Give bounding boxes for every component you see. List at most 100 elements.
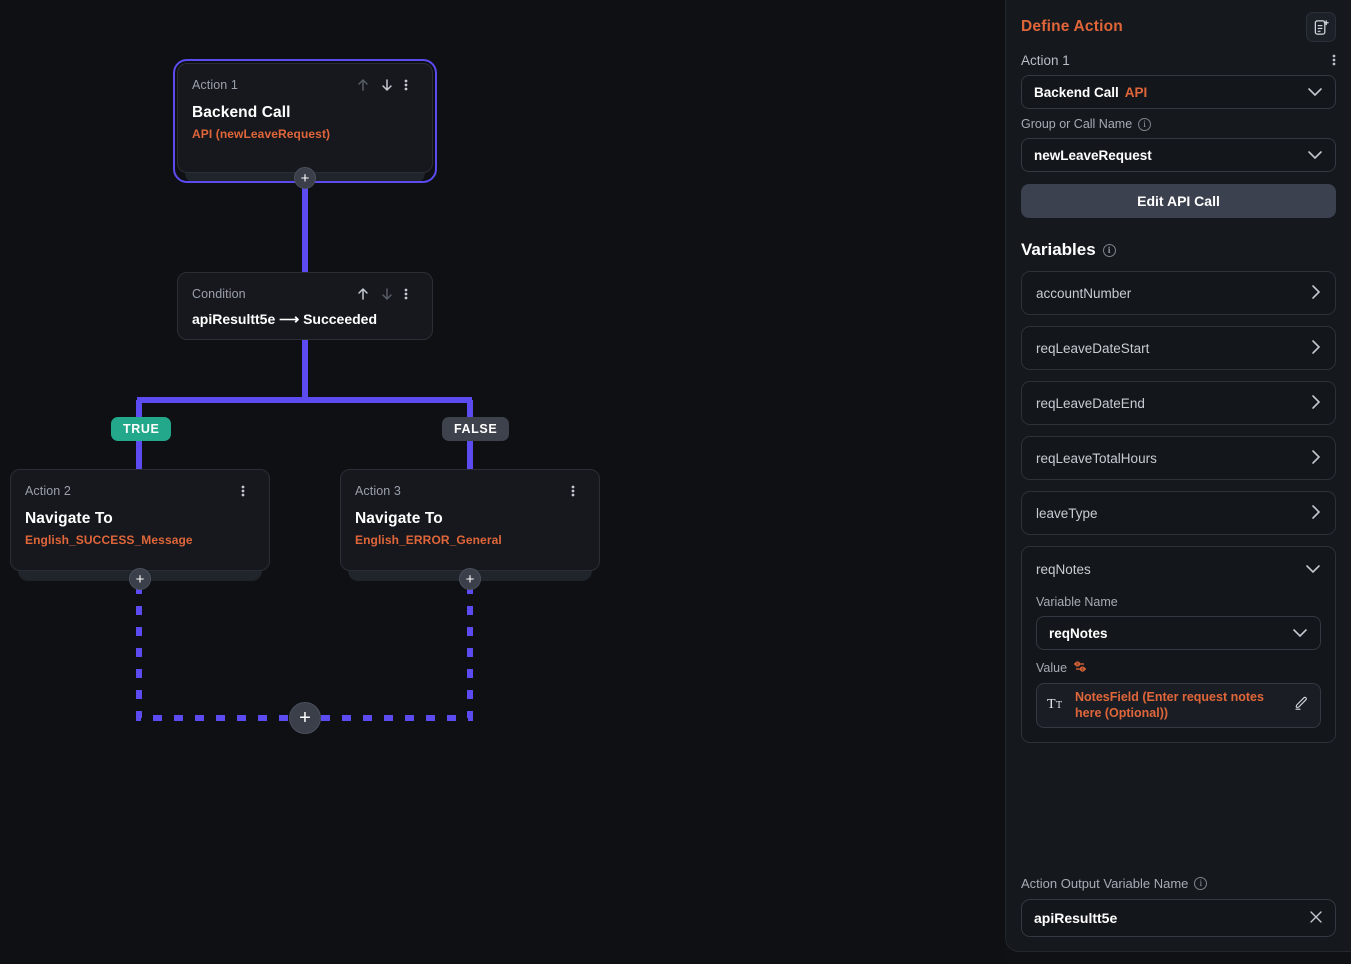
info-icon[interactable]: i — [1194, 877, 1207, 890]
node-header: Action 3 — [355, 482, 585, 500]
value-label-text: Value — [1036, 661, 1067, 675]
value-label-row: Value — [1036, 660, 1321, 676]
group-name-select[interactable]: newLeaveRequest — [1021, 138, 1336, 172]
node-kind-label: Condition — [192, 287, 246, 301]
variable-item-reqLeaveDateStart[interactable]: reqLeaveDateStart — [1021, 326, 1336, 370]
node-menu-icon[interactable] — [571, 483, 585, 499]
chevron-down-icon — [1305, 562, 1321, 577]
action-output-value: apiResultt5e — [1034, 910, 1117, 926]
svg-text:T: T — [1056, 700, 1062, 711]
node-subtitle: English_ERROR_General — [355, 533, 585, 547]
text-format-icon: T T — [1047, 695, 1065, 716]
pencil-icon[interactable] — [1294, 695, 1310, 716]
add-step-button-merge[interactable]: + — [289, 702, 321, 734]
node-menu-icon[interactable] — [404, 77, 418, 93]
info-icon[interactable]: i — [1103, 244, 1116, 257]
node-menu-icon[interactable] — [241, 483, 255, 499]
svg-text:T: T — [1047, 697, 1056, 711]
node-title: Backend Call — [192, 104, 418, 122]
action-type-value: Backend Call — [1034, 85, 1119, 100]
variable-item-reqNotes[interactable]: reqNotes Variable Name reqNotes — [1021, 546, 1336, 743]
add-document-icon[interactable] — [1306, 12, 1336, 42]
chevron-right-icon — [1311, 284, 1321, 303]
node-title: Navigate To — [25, 510, 255, 528]
variable-name-label-text: Variable Name — [1036, 595, 1118, 609]
node-toolbar[interactable] — [241, 483, 255, 499]
chevron-right-icon — [1311, 394, 1321, 413]
flow-node-action-1[interactable]: Action 1 — [177, 63, 433, 173]
group-name-label-row: Group or Call Name i — [1021, 117, 1336, 131]
close-icon[interactable] — [1309, 910, 1323, 927]
action-label-row: Action 1 — [1021, 52, 1336, 68]
node-menu-icon[interactable] — [404, 286, 418, 302]
node-header: Condition — [192, 285, 418, 303]
panel-header: Define Action — [1021, 0, 1336, 44]
group-name-value: newLeaveRequest — [1034, 148, 1152, 163]
group-name-label: Group or Call Name — [1021, 117, 1132, 131]
add-step-button-after-action-2[interactable]: + — [129, 568, 151, 590]
node-title: Navigate To — [355, 510, 585, 528]
variable-name: reqLeaveDateEnd — [1036, 396, 1145, 411]
variable-item-leaveType[interactable]: leaveType — [1021, 491, 1336, 535]
chevron-right-icon — [1311, 339, 1321, 358]
flow-node-action-3[interactable]: Action 3 Navigate To English_ERROR_Gener… — [340, 469, 600, 571]
move-down-icon[interactable] — [380, 286, 394, 302]
chevron-down-icon — [1307, 148, 1323, 163]
sliders-icon[interactable] — [1073, 660, 1087, 676]
action-type-select[interactable]: Backend Call API — [1021, 75, 1336, 109]
flow-node-action-2[interactable]: Action 2 Navigate To English_SUCCESS_Mes… — [10, 469, 270, 571]
variables-section-title: Variables i — [1021, 240, 1336, 260]
variable-name-value: reqNotes — [1049, 626, 1108, 641]
node-kind-label: Action 3 — [355, 484, 401, 498]
variable-name: reqNotes — [1036, 562, 1091, 577]
info-icon[interactable]: i — [1138, 118, 1151, 131]
variable-name-select[interactable]: reqNotes — [1036, 616, 1321, 650]
node-subtitle: English_SUCCESS_Message — [25, 533, 255, 547]
variable-item-reqLeaveDateEnd[interactable]: reqLeaveDateEnd — [1021, 381, 1336, 425]
variable-item-reqLeaveTotalHours[interactable]: reqLeaveTotalHours — [1021, 436, 1336, 480]
flow-node-condition[interactable]: Condition — [177, 272, 433, 340]
chevron-down-icon — [1292, 626, 1308, 641]
node-toolbar[interactable] — [571, 483, 585, 499]
action-output-input[interactable]: apiResultt5e — [1021, 899, 1336, 937]
node-header: Action 2 — [25, 482, 255, 500]
variables-title-text: Variables — [1021, 240, 1096, 260]
edit-api-call-button[interactable]: Edit API Call — [1021, 184, 1336, 218]
action-type-accent: API — [1125, 85, 1148, 100]
node-header: Action 1 — [192, 76, 418, 94]
branch-label-false: FALSE — [442, 417, 509, 441]
value-field[interactable]: T T NotesField (Enter request notes here… — [1036, 683, 1321, 728]
variable-item-accountNumber[interactable]: accountNumber — [1021, 271, 1336, 315]
action-menu-icon[interactable] — [1332, 52, 1336, 68]
action-output-label-row: Action Output Variable Name i — [1021, 876, 1336, 891]
add-step-button-after-action-1[interactable]: + — [294, 167, 316, 189]
chevron-down-icon — [1307, 85, 1323, 100]
node-kind-label: Action 1 — [192, 78, 238, 92]
action-label: Action 1 — [1021, 53, 1070, 68]
variable-name-label: Variable Name — [1036, 595, 1321, 609]
variable-name: leaveType — [1036, 506, 1098, 521]
node-toolbar[interactable] — [356, 286, 418, 302]
move-up-icon[interactable] — [356, 77, 370, 93]
variable-header[interactable]: reqNotes — [1022, 547, 1335, 591]
variable-name: reqLeaveDateStart — [1036, 341, 1149, 356]
add-step-button-after-action-3[interactable]: + — [459, 568, 481, 590]
variable-name: reqLeaveTotalHours — [1036, 451, 1157, 466]
chevron-right-icon — [1311, 504, 1321, 523]
variable-name: accountNumber — [1036, 286, 1131, 301]
value-text: NotesField (Enter request notes here (Op… — [1075, 690, 1284, 721]
move-up-icon[interactable] — [356, 286, 370, 302]
chevron-right-icon — [1311, 449, 1321, 468]
define-action-panel: Define Action Action 1 — [1005, 0, 1351, 952]
branch-label-true: TRUE — [111, 417, 171, 441]
node-subtitle: API (newLeaveRequest) — [192, 127, 418, 141]
panel-title: Define Action — [1021, 18, 1123, 36]
node-kind-label: Action 2 — [25, 484, 71, 498]
flow-canvas[interactable]: Action 1 — [0, 0, 1005, 964]
condition-expression: apiResultt5e ⟶ Succeeded — [192, 311, 418, 328]
action-output-label: Action Output Variable Name — [1021, 876, 1188, 891]
action-output-section: Action Output Variable Name i apiResultt… — [1021, 876, 1336, 937]
move-down-icon[interactable] — [380, 77, 394, 93]
node-toolbar[interactable] — [356, 77, 418, 93]
